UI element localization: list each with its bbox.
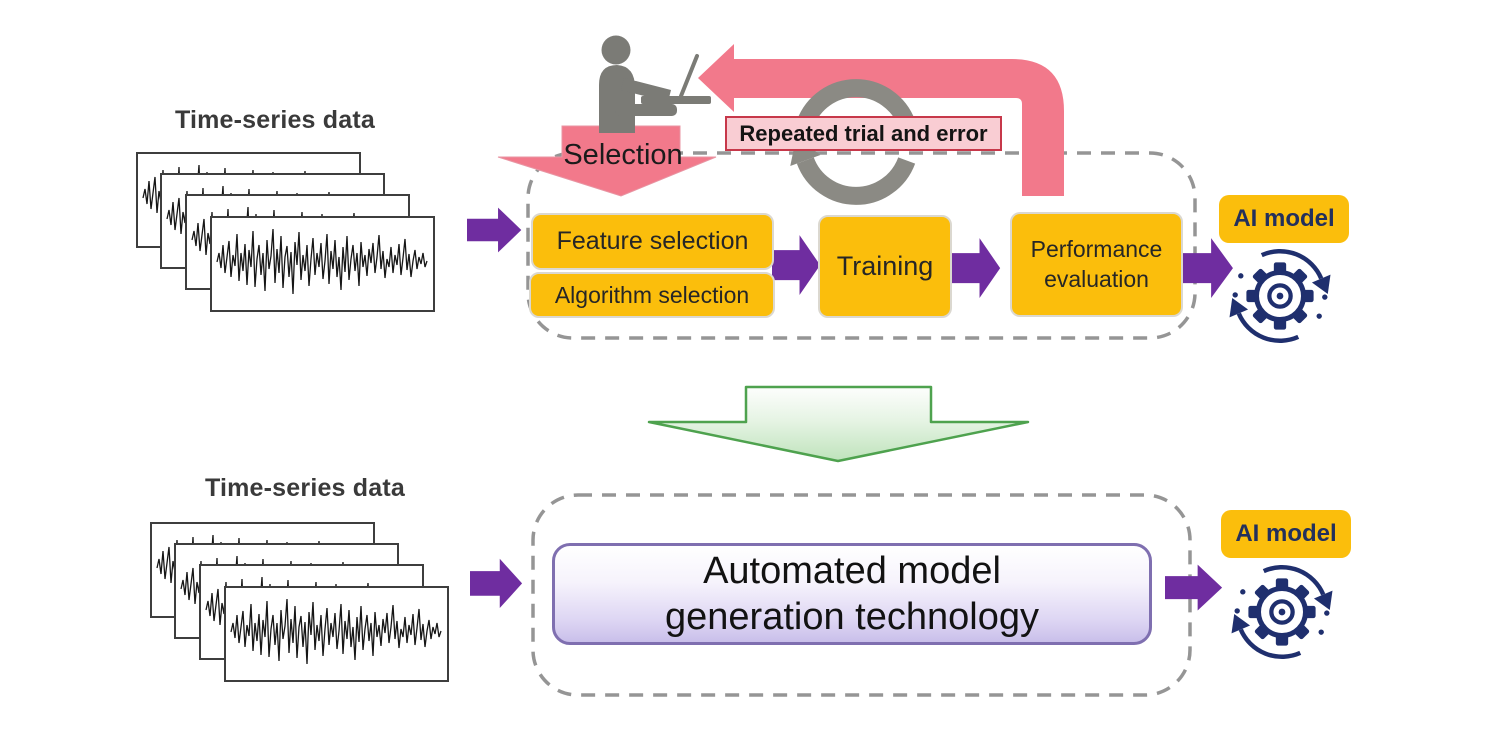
gear-refresh-icon-bottom: [1225, 567, 1339, 657]
step-performance-line2: evaluation: [1044, 265, 1149, 292]
time-series-cards-icon-top: [137, 153, 434, 311]
step-algorithm-selection-label: Algorithm selection: [554, 281, 750, 308]
automated-model-box-line1: Automated model: [703, 549, 1001, 592]
ai-model-badge-bottom: AI model: [1221, 510, 1351, 558]
step-feature-selection-label: Feature selection: [556, 227, 749, 255]
flow-arrow-input-top: [467, 207, 522, 253]
flow-arrow-autobox-aimodel: [1165, 564, 1223, 611]
person-at-laptop-icon: [599, 35, 711, 133]
step-performance-evaluation: Performance evaluation: [1010, 212, 1183, 317]
automated-model-box-line2: generation technology: [665, 596, 1039, 638]
flow-arrow-training-performance: [952, 238, 1001, 299]
step-performance-line1: Performance: [1030, 235, 1163, 262]
step-training: Training: [818, 215, 952, 318]
time-series-label-top: Time-series data: [174, 106, 376, 134]
flow-arrow-performance-aimodel: [1182, 238, 1233, 299]
ai-model-label-bottom: AI model: [1235, 520, 1337, 547]
time-series-cards-icon-bottom: [151, 523, 448, 681]
flow-arrow-input-bottom: [470, 558, 523, 609]
ai-model-badge-top: AI model: [1219, 195, 1349, 243]
time-series-label-bottom: Time-series data: [204, 474, 406, 502]
automated-model-box: Automated model generation technology: [552, 543, 1152, 645]
step-training-label: Training: [836, 251, 934, 281]
green-down-arrow: [647, 385, 1030, 463]
selection-arrow: [497, 125, 717, 197]
flow-arrow-feature-training: [772, 235, 821, 296]
feedback-return-arrow: [698, 44, 1064, 196]
repeated-trial-error-label: Repeated trial and error: [725, 116, 1002, 151]
step-feature-selection: Feature selection: [531, 213, 774, 270]
step-algorithm-selection: Algorithm selection: [529, 272, 775, 318]
manual-process-dashed-box: [526, 151, 1197, 340]
selection-arrow-label: Selection: [563, 139, 683, 171]
gear-refresh-icon-top: [1223, 251, 1337, 341]
ai-model-label-top: AI model: [1233, 205, 1335, 232]
